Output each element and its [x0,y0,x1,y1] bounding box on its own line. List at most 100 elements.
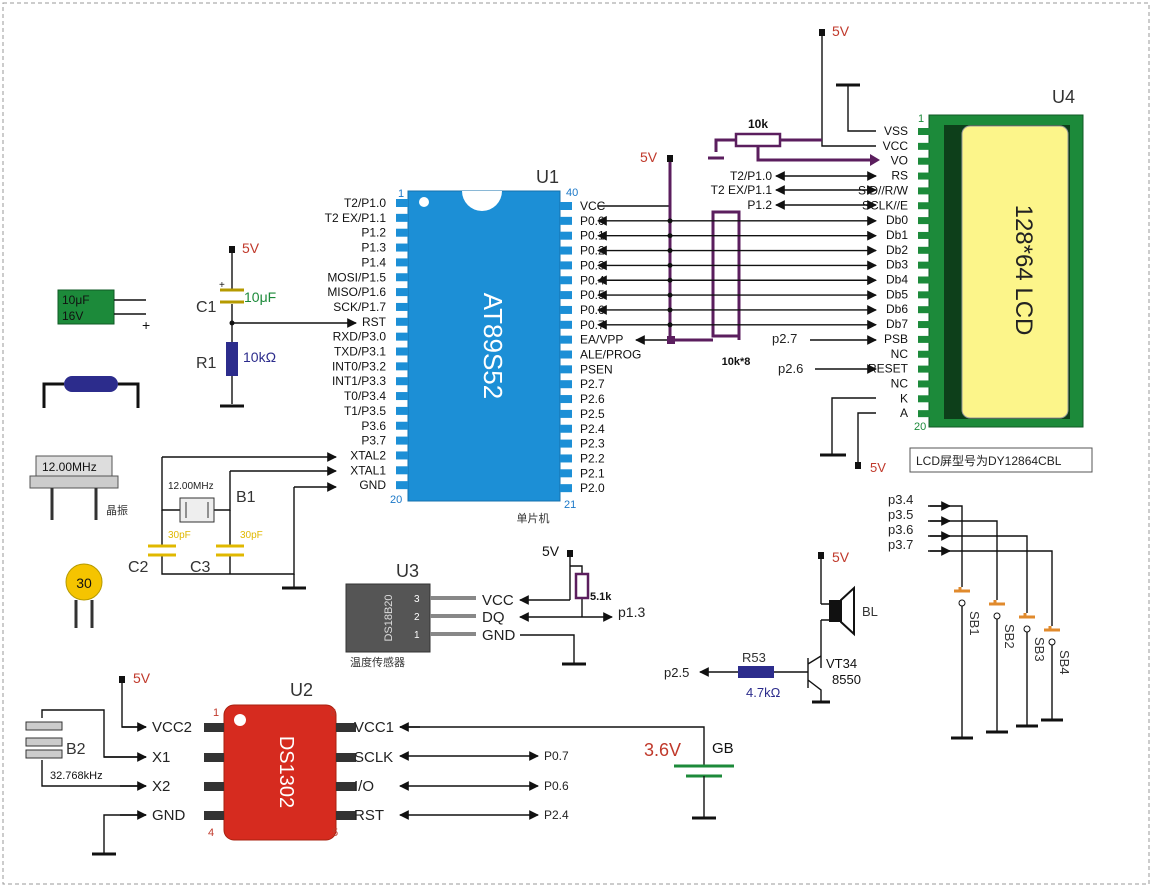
mcu-left-pin-label: P1.2 [361,226,386,240]
transistor-part: 8550 [832,672,861,687]
lcd-pin-label: Db2 [886,243,908,257]
mcu-left-pin-label: T0/P3.4 [344,389,386,403]
mcu-at89s52: T2/P1.0T2 EX/P1.1P1.2P1.3P1.4MOSI/P1.5MI… [325,167,642,525]
rtc-pin8: 8 [330,707,336,719]
buzzer-ref: BL [862,604,878,619]
mcu-left-pin-label: SCK/P1.7 [333,300,386,314]
lcd-control-wiring: 5V 10k T2/P1.0 T2 EX/P1.1 P1.2 p2.7 p2.6… [708,23,886,475]
lcd-psb-port: p2.7 [772,331,797,346]
sensor-vcc-pin: VCC [482,592,514,609]
rtc-right-pin-label: I/O [354,778,374,795]
c2-ref: C2 [128,559,149,576]
mcu-left-pin-label: RXD/P3.0 [333,330,387,344]
mcu-left-pin-label: GND [359,478,386,492]
mcu-left-pin-label: XTAL2 [350,448,386,462]
resistor-pack-label: 10k*8 [722,356,751,368]
lcd-pin-label: NC [891,376,909,390]
sensor-pullup-value: 5.1k [590,591,612,603]
lcd-pin-label: Db4 [886,273,908,287]
mcu-right-pin-label: P2.7 [580,377,605,391]
lcd-model-note: LCD屏型号为DY12864CBL [916,454,1062,468]
c3-ref: C3 [190,559,211,576]
rtc-left-pin-label: GND [152,807,186,824]
rtc-crystal-frequency: 32.768kHz [50,770,103,782]
rtc-part-label: DS1302 [275,736,297,808]
mcu-left-pin-label: MOSI/P1.5 [327,270,386,284]
mcu-5v-label: 5V [640,149,658,165]
mcu-pin21-number: 21 [564,499,576,511]
pot-label: 10k [748,117,768,131]
mcu-left-pin-label: INT1/P3.3 [332,374,386,388]
lcd-rw-port: T2 EX/P1.1 [711,183,773,197]
c1-value: 10μF [244,289,276,305]
buzzer-resistor-ref: R53 [742,650,766,665]
key-ref: SB2 [1002,624,1017,649]
sensor-port: p1.3 [618,604,645,620]
sensor-ref: U3 [396,561,419,581]
battery-voltage: 3.6V [644,740,681,760]
crystal-circuit: 12.00MHz B1 30pF 30pF C2 C3 [128,452,337,590]
mcu-right-pin-label: P2.4 [580,422,605,436]
rtc-left-pin-label: X1 [152,749,170,766]
lcd-pin-label: Db3 [886,258,908,272]
cap-photo-plus: + [142,317,150,333]
sensor-gnd-pin: GND [482,627,516,644]
mcu-part-label: AT89S52 [478,293,508,399]
mcu-left-pin-label: T1/P3.5 [344,404,386,418]
sensor-5v-label: 5V [542,543,560,559]
mcu-right-pin-label: VCC [580,199,606,213]
lcd-pin-label: VSS [884,124,908,138]
lcd-pin-label: VCC [883,139,909,153]
lcd-rs-port: T2/P1.0 [730,169,772,183]
mcu-right-pin-label: P2.2 [580,451,605,465]
rtc-pin5: 5 [332,827,338,839]
key-ref: SB3 [1032,637,1047,662]
buzzer-5v-label: 5V [832,549,850,565]
lcd-pin-label: RESET [868,362,909,376]
key-ref: SB4 [1057,650,1072,675]
lcd-backlight-5v: 5V [870,460,886,475]
rtc-left-pin-label: VCC2 [152,719,192,736]
c3-value: 30pF [240,530,263,541]
battery-ref: GB [712,740,734,757]
lcd-pin-label: Db1 [886,228,908,242]
b1-ref: B1 [236,489,256,506]
lcd-pin-label: NC [891,347,909,361]
lcd-pin-label: A [900,406,908,420]
lcd-module: VSSVCCVORSSID//R/WSCLK//EDb0Db1Db2Db3Db4… [858,87,1093,473]
lcd-pin-label: VO [891,154,908,168]
mcu-left-pin-label: P1.3 [361,241,386,255]
key-port-label: p3.4 [888,492,913,507]
sensor-pin2: 2 [414,612,420,623]
rtc-left-pin-label: X2 [152,778,170,795]
mcu-right-pin-label: P2.6 [580,392,605,406]
rtc-io-port: P0.6 [544,779,569,793]
mcu-pin20-number: 20 [390,494,402,506]
cap-photo-value: 10μF [62,293,90,307]
sensor-pin1: 1 [414,630,420,641]
mcu-right-pin-label: P2.1 [580,466,605,480]
p0-data-bus: 10k*8 5V [597,149,877,368]
svg-text:+: + [219,280,225,291]
key-port-label: p3.6 [888,522,913,537]
lcd-pin-label: K [900,391,908,405]
crystal-photo-caption: 晶振 [106,503,128,517]
mcu-right-pin-label: P2.3 [580,437,605,451]
lcd-pin20-number: 20 [914,421,926,433]
mcu-caption: 单片机 [517,511,550,525]
buzzer-resistor-value: 4.7kΩ [746,685,781,700]
c2-value: 30pF [168,530,191,541]
r1-ref: R1 [196,355,217,372]
mcu-left-pin-label: P1.4 [361,255,386,269]
crystal-photo-value: 12.00MHz [42,460,97,474]
lcd-pin-label: RS [891,169,908,183]
rtc-rst-port: P2.4 [544,808,569,822]
mcu-right-pin-label: P2.5 [580,407,605,421]
mcu-left-pin-label: P3.6 [361,419,386,433]
b1-frequency: 12.00MHz [168,481,214,492]
mcu-left-pin-label: INT0/P3.2 [332,359,386,373]
mcu-right-pin-label: P2.0 [580,481,605,495]
rtc-sclk-port: P0.7 [544,749,569,763]
lcd-reset-port: p2.6 [778,361,803,376]
